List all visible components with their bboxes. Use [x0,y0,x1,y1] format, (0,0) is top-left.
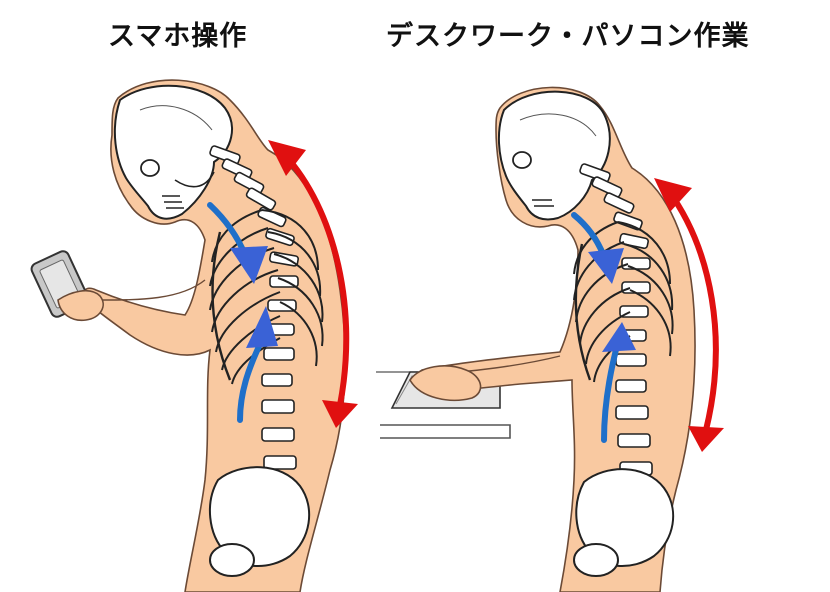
pelvis-left [208,466,311,568]
ribcage-right [573,221,674,383]
femur-head-left [209,543,255,577]
desk-icon [376,371,511,439]
spine-left [209,145,299,470]
curvature-arrow-head-top-left [268,140,306,176]
flow-arrow-up-head-left [246,306,278,348]
curvature-arrow-head-bottom-right [688,426,724,452]
panel-title-smartphone: スマホ操作 [108,21,248,52]
hand-left [57,289,104,322]
femur-head-right [573,543,619,577]
hand-right [409,365,482,402]
curvature-arrow-head-top-right [654,178,692,212]
flow-arrow-down-head-left [230,246,268,284]
figure-desk-work [409,86,724,592]
figure-smartphone [30,79,358,592]
curvature-arrow-head-bottom-left [322,400,358,428]
forearm-left [99,279,206,301]
skull-right [497,90,611,221]
panel-title-desk-work: デスクワーク・パソコン作業 [386,21,750,52]
flow-arrow-up-left [237,337,265,423]
skull-left [113,84,233,220]
curvature-arrow-right [665,187,719,433]
flow-arrow-down-head-right [588,248,624,284]
curvature-arrow-left [277,147,350,408]
pelvis-right [575,468,675,568]
flow-arrow-up-head-right [602,322,636,352]
